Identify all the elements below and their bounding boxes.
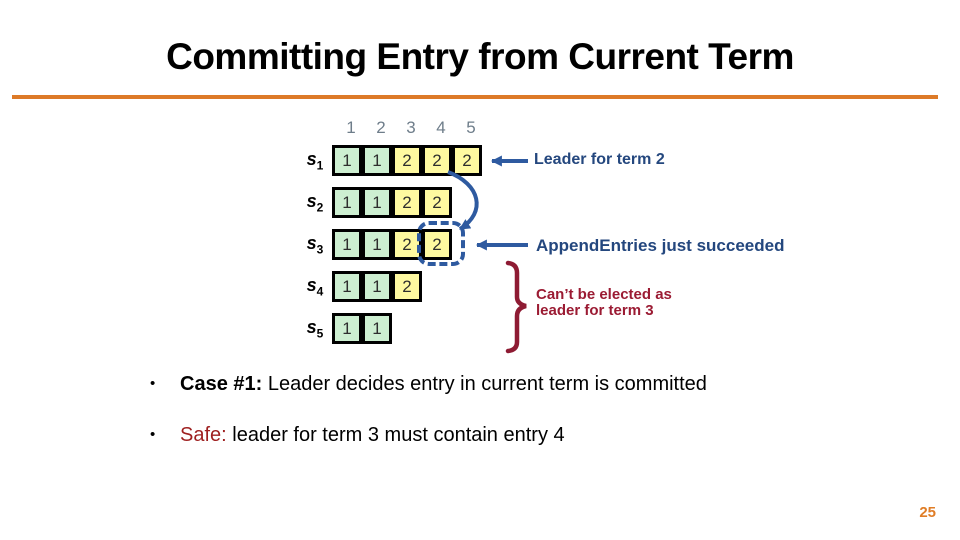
title-underline xyxy=(12,95,938,99)
index-label: 2 xyxy=(376,118,386,137)
quorum-brace xyxy=(505,260,527,354)
page-number: 25 xyxy=(919,504,936,521)
index-header: 1 2 3 4 5 xyxy=(336,118,486,138)
log-entry-cell: 1 xyxy=(362,313,392,344)
cant-elect-line2: leader for term 3 xyxy=(536,302,654,319)
log-entry-cell: 2 xyxy=(422,145,452,176)
log-entry-cell: 1 xyxy=(332,313,362,344)
index-label: 3 xyxy=(406,118,416,137)
log-entry-cell: 1 xyxy=(332,229,362,260)
highlight-dashed-box xyxy=(417,221,465,266)
log-entry-cell: 2 xyxy=(392,145,422,176)
log-entry-cell: 2 xyxy=(392,187,422,218)
log-entry-cell: 2 xyxy=(452,145,482,176)
slide-title: Committing Entry from Current Term xyxy=(166,36,794,77)
server-label: s4 xyxy=(306,274,324,299)
server-label: s2 xyxy=(306,190,324,215)
bullet-safe-lead: Safe: xyxy=(180,424,227,446)
log-entry-cell: 1 xyxy=(362,229,392,260)
cant-elect-line1: Can’t be elected as xyxy=(536,286,672,303)
log-entry-cell: 2 xyxy=(392,271,422,302)
bullet-case1-text: Leader decides entry in current term is … xyxy=(262,373,707,395)
log-entry-cell: 2 xyxy=(422,187,452,218)
log-entry-cell: 1 xyxy=(332,187,362,218)
append-entries-annotation: AppendEntries just succeeded xyxy=(536,236,785,255)
log-entry-cell: 1 xyxy=(362,271,392,302)
leader-annotation: Leader for term 2 xyxy=(534,151,665,168)
cant-elect-annotation: Can’t be elected as leader for term 3 xyxy=(536,287,672,319)
log-entry-cell: 1 xyxy=(362,145,392,176)
server-label: s3 xyxy=(306,232,324,257)
bullet-dot: • xyxy=(150,426,156,443)
index-label: 4 xyxy=(436,118,446,137)
bullet-safe-text: leader for term 3 must contain entry 4 xyxy=(226,424,565,446)
index-label: 1 xyxy=(346,118,356,137)
log-entry-cell: 1 xyxy=(362,187,392,218)
index-label: 5 xyxy=(466,118,476,137)
bullet-dot: • xyxy=(150,375,156,392)
server-label: s5 xyxy=(306,316,324,341)
server-label: s1 xyxy=(306,148,324,173)
log-entry-cell: 1 xyxy=(332,271,362,302)
bullet-case1: • Case #1: Leader decides entry in curren… xyxy=(150,373,707,396)
bullet-safe: • Safe: leader for term 3 must contain en… xyxy=(150,424,565,447)
bullet-case1-lead: Case #1: xyxy=(180,373,263,395)
log-entry-cell: 1 xyxy=(332,145,362,176)
